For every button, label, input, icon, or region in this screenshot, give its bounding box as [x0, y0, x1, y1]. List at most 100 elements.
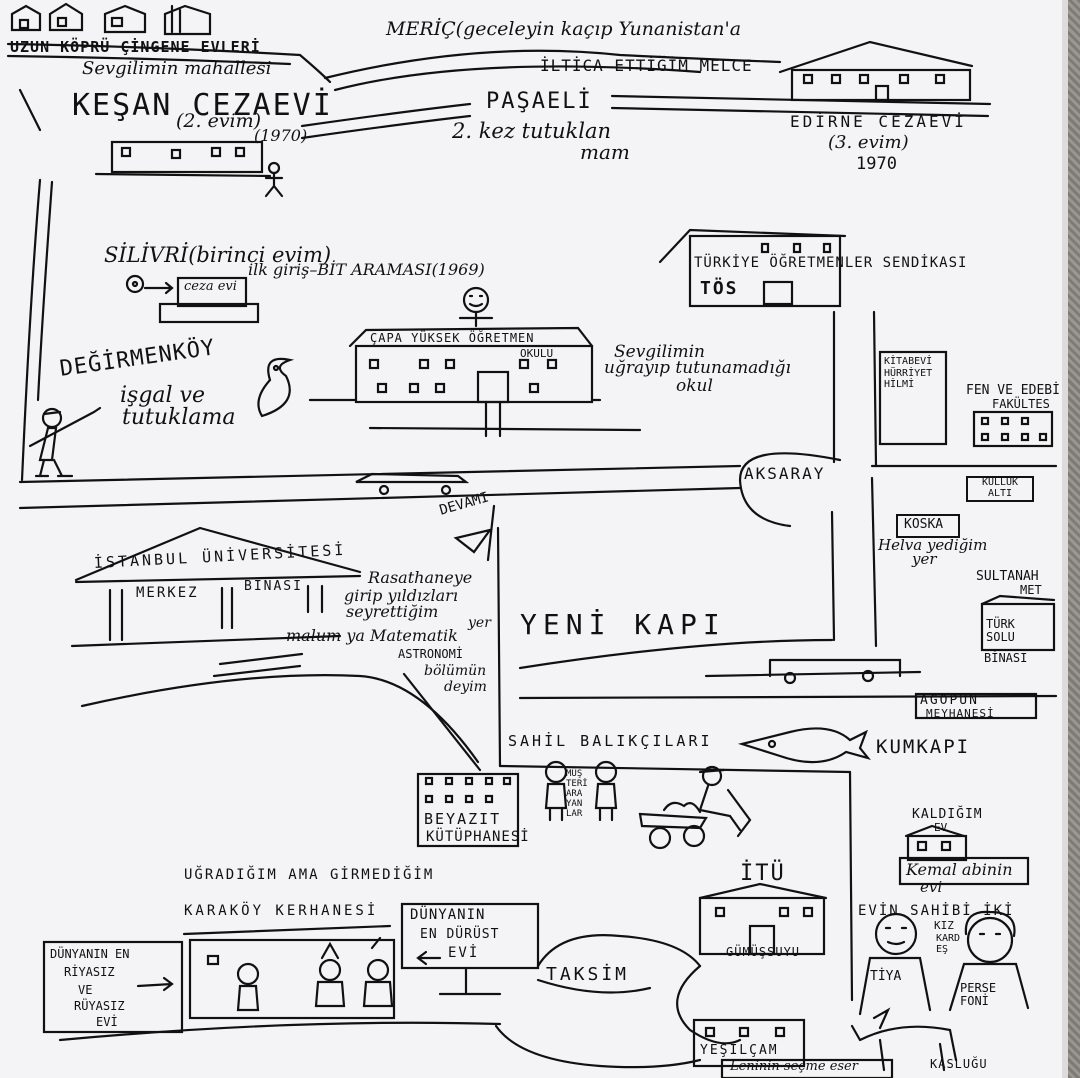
label-rasathane-1: Rasathaneye [368, 568, 473, 587]
vendor-cart-icon [638, 765, 752, 850]
label-kardes: KARD EŞ [936, 933, 961, 955]
label-kiz: KIZ [934, 919, 954, 932]
kulluk-alti-box [966, 476, 1034, 502]
label-ikinci-kez: 2. kez tutuklan [452, 119, 612, 143]
label-okulu: OKULU [520, 347, 554, 360]
label-tos-title: TÜRKİYE ÖĞRETMENLER SENDİKASI [694, 255, 968, 271]
car-icon [355, 472, 470, 496]
turk-solu-building-icon [980, 594, 1056, 652]
smiling-teacher-icon [458, 286, 494, 328]
kaldigim-ev-house-icon [904, 824, 968, 862]
label-sevgilimin-mahallesi: Sevgilimin mahallesi [82, 58, 272, 79]
label-pasaeli: PAŞAELİ [486, 89, 593, 114]
label-evin-sahibi: EVİN SAHİBİ İKİ [858, 903, 1015, 919]
capa-school-icon [308, 326, 642, 438]
label-aksaray: AKSARAY [744, 464, 826, 483]
label-meyhanesi: MEYHANESİ [926, 707, 995, 720]
label-helva-2: yer [912, 550, 937, 568]
label-sevgilim-okul-2: uğrayıp tutunamadığı [604, 358, 791, 378]
bird-icon [257, 357, 295, 418]
label-ilk-giris: ilk giriş–BİT ARAMASI(1969) [248, 260, 485, 279]
label-ikinci-kez-2: mam [580, 140, 630, 164]
label-astronomi: ASTRONOMİ [398, 647, 464, 661]
edirne-prison-icon [778, 40, 974, 102]
stick-figure-icon [264, 161, 284, 198]
label-kumkapi: KUMKAPI [876, 736, 971, 758]
label-meric: MERİÇ(geceleyin kaçıp Yunanistan'a [386, 18, 742, 40]
label-rasathane-3: seyrettiğim [346, 602, 439, 621]
label-agopun: AGOPUN [920, 693, 979, 708]
label-gumussuyu: GÜMÜŞSUYU [726, 945, 801, 959]
label-durust-1: DÜNYANIN [410, 907, 486, 923]
label-ugradigim: UĞRADIĞIM AMA GİRMEDİĞİM [184, 867, 435, 883]
itu-building-icon [698, 882, 828, 956]
label-merkez: MERKEZ [136, 585, 199, 601]
label-riyasiz-5: EVİ [96, 1015, 118, 1029]
label-riyasiz-3: VE [78, 983, 93, 997]
label-turk-solu-2: BİNASI [984, 651, 1028, 665]
label-riyasiz-1: DÜNYANIN EN [50, 947, 130, 961]
fish-icon [737, 727, 871, 764]
tiny-houses-icon [10, 2, 212, 36]
sisters-portraits-icon [858, 910, 1030, 1016]
target-icon [125, 274, 145, 294]
label-iltica: İLTİCA ETTİĞİM MELCE [540, 56, 753, 75]
label-tos: TÖS [700, 278, 739, 299]
label-edirne-year: 1970 [856, 154, 897, 174]
beyazit-library-icon [416, 772, 520, 848]
label-kaldigim-ev: EV [934, 821, 948, 834]
label-uzun-kopru: UZUN KÖPRÜ ÇİNGENE EVLERİ [10, 38, 261, 56]
label-hilmi-kitabevi: KİTABEVİ HÜRRİYET HİLMİ [884, 356, 933, 390]
label-malum: malum ya Matematik [286, 626, 458, 645]
label-riyasiz-4: RÜYASIZ [74, 999, 125, 1013]
fen-edebiyat-building-icon [972, 410, 1054, 448]
label-bolumun: bölümün [424, 663, 487, 679]
label-karakoy: KARAKÖY KERHANESİ [184, 903, 379, 919]
label-yeni-kapi: YENİ KAPI [520, 608, 726, 641]
university-building-icon [70, 526, 362, 648]
karakoy-brothel-icon [182, 924, 396, 1020]
label-kemal: Kemal abinin [906, 860, 1013, 879]
tos-building-icon [658, 228, 847, 308]
label-deyim: deyim [444, 679, 487, 695]
label-kaslugu: KASLUĞU [930, 1057, 988, 1071]
label-tutuklama: tutuklama [122, 405, 236, 430]
label-rasathane-2: girip yıldızları [344, 586, 458, 605]
label-edirne-cezaevi: EDİRNE CEZAEVİ [790, 112, 967, 131]
label-tiya: TİYA [870, 969, 902, 984]
label-fen-edebiyat: FEN VE EDEBİ [966, 383, 1060, 398]
label-sevgilim-okul-3: okul [676, 376, 713, 396]
label-itu: İTÜ [740, 861, 786, 886]
label-durust-2: EN DÜRÜST [420, 927, 500, 942]
label-kemal-2: evi [920, 878, 943, 896]
label-lenin: Leninin seçme eser [730, 1059, 858, 1074]
label-kesan-cezaevi: KEŞAN CEZAEVİ [72, 88, 333, 123]
label-durust-3: EVİ [448, 945, 480, 961]
label-sultanahmet: SULTANAH [976, 569, 1039, 584]
label-edirne-sub: (3. evim) [828, 132, 909, 153]
label-sevgilim-okul-1: Sevgilimin [614, 342, 706, 362]
label-silivri: SİLİVRİ(birinci evim) [104, 243, 332, 267]
customer-figures-icon [544, 760, 618, 822]
label-koska: KOSKA [904, 517, 944, 532]
label-kesan-sub: (2. evim) [176, 110, 262, 132]
kesan-prison-icon [94, 140, 272, 178]
label-kaldigim: KALDIĞIM [912, 807, 983, 822]
train-icon [704, 658, 922, 685]
label-persefoni: PERSE FONİ [960, 981, 997, 1008]
label-yesilcam: YEŞİLÇAM [700, 1043, 779, 1058]
yesilcam-building-icon [692, 1018, 806, 1068]
label-rasathane-4: yer [468, 615, 491, 631]
label-kulluk-alti: KÜLLÜK ALTI [981, 477, 1019, 499]
label-ceza-evi: ceza evi [184, 279, 237, 294]
label-beyazit: BEYAZIT [424, 810, 502, 828]
label-turk-solu: TÜRK SOLU [986, 617, 1015, 644]
label-sultanahmet-2: MET [1020, 583, 1042, 597]
label-taksim: TAKSİM [546, 964, 630, 985]
label-musteri: MÜŞ TERİ ARA YAN LAR [566, 769, 588, 819]
label-capa: ÇAPA YÜKSEK ÖĞRETMEN [370, 331, 535, 345]
koska-box [896, 514, 960, 538]
label-kesan-year: (1970) [254, 126, 308, 145]
